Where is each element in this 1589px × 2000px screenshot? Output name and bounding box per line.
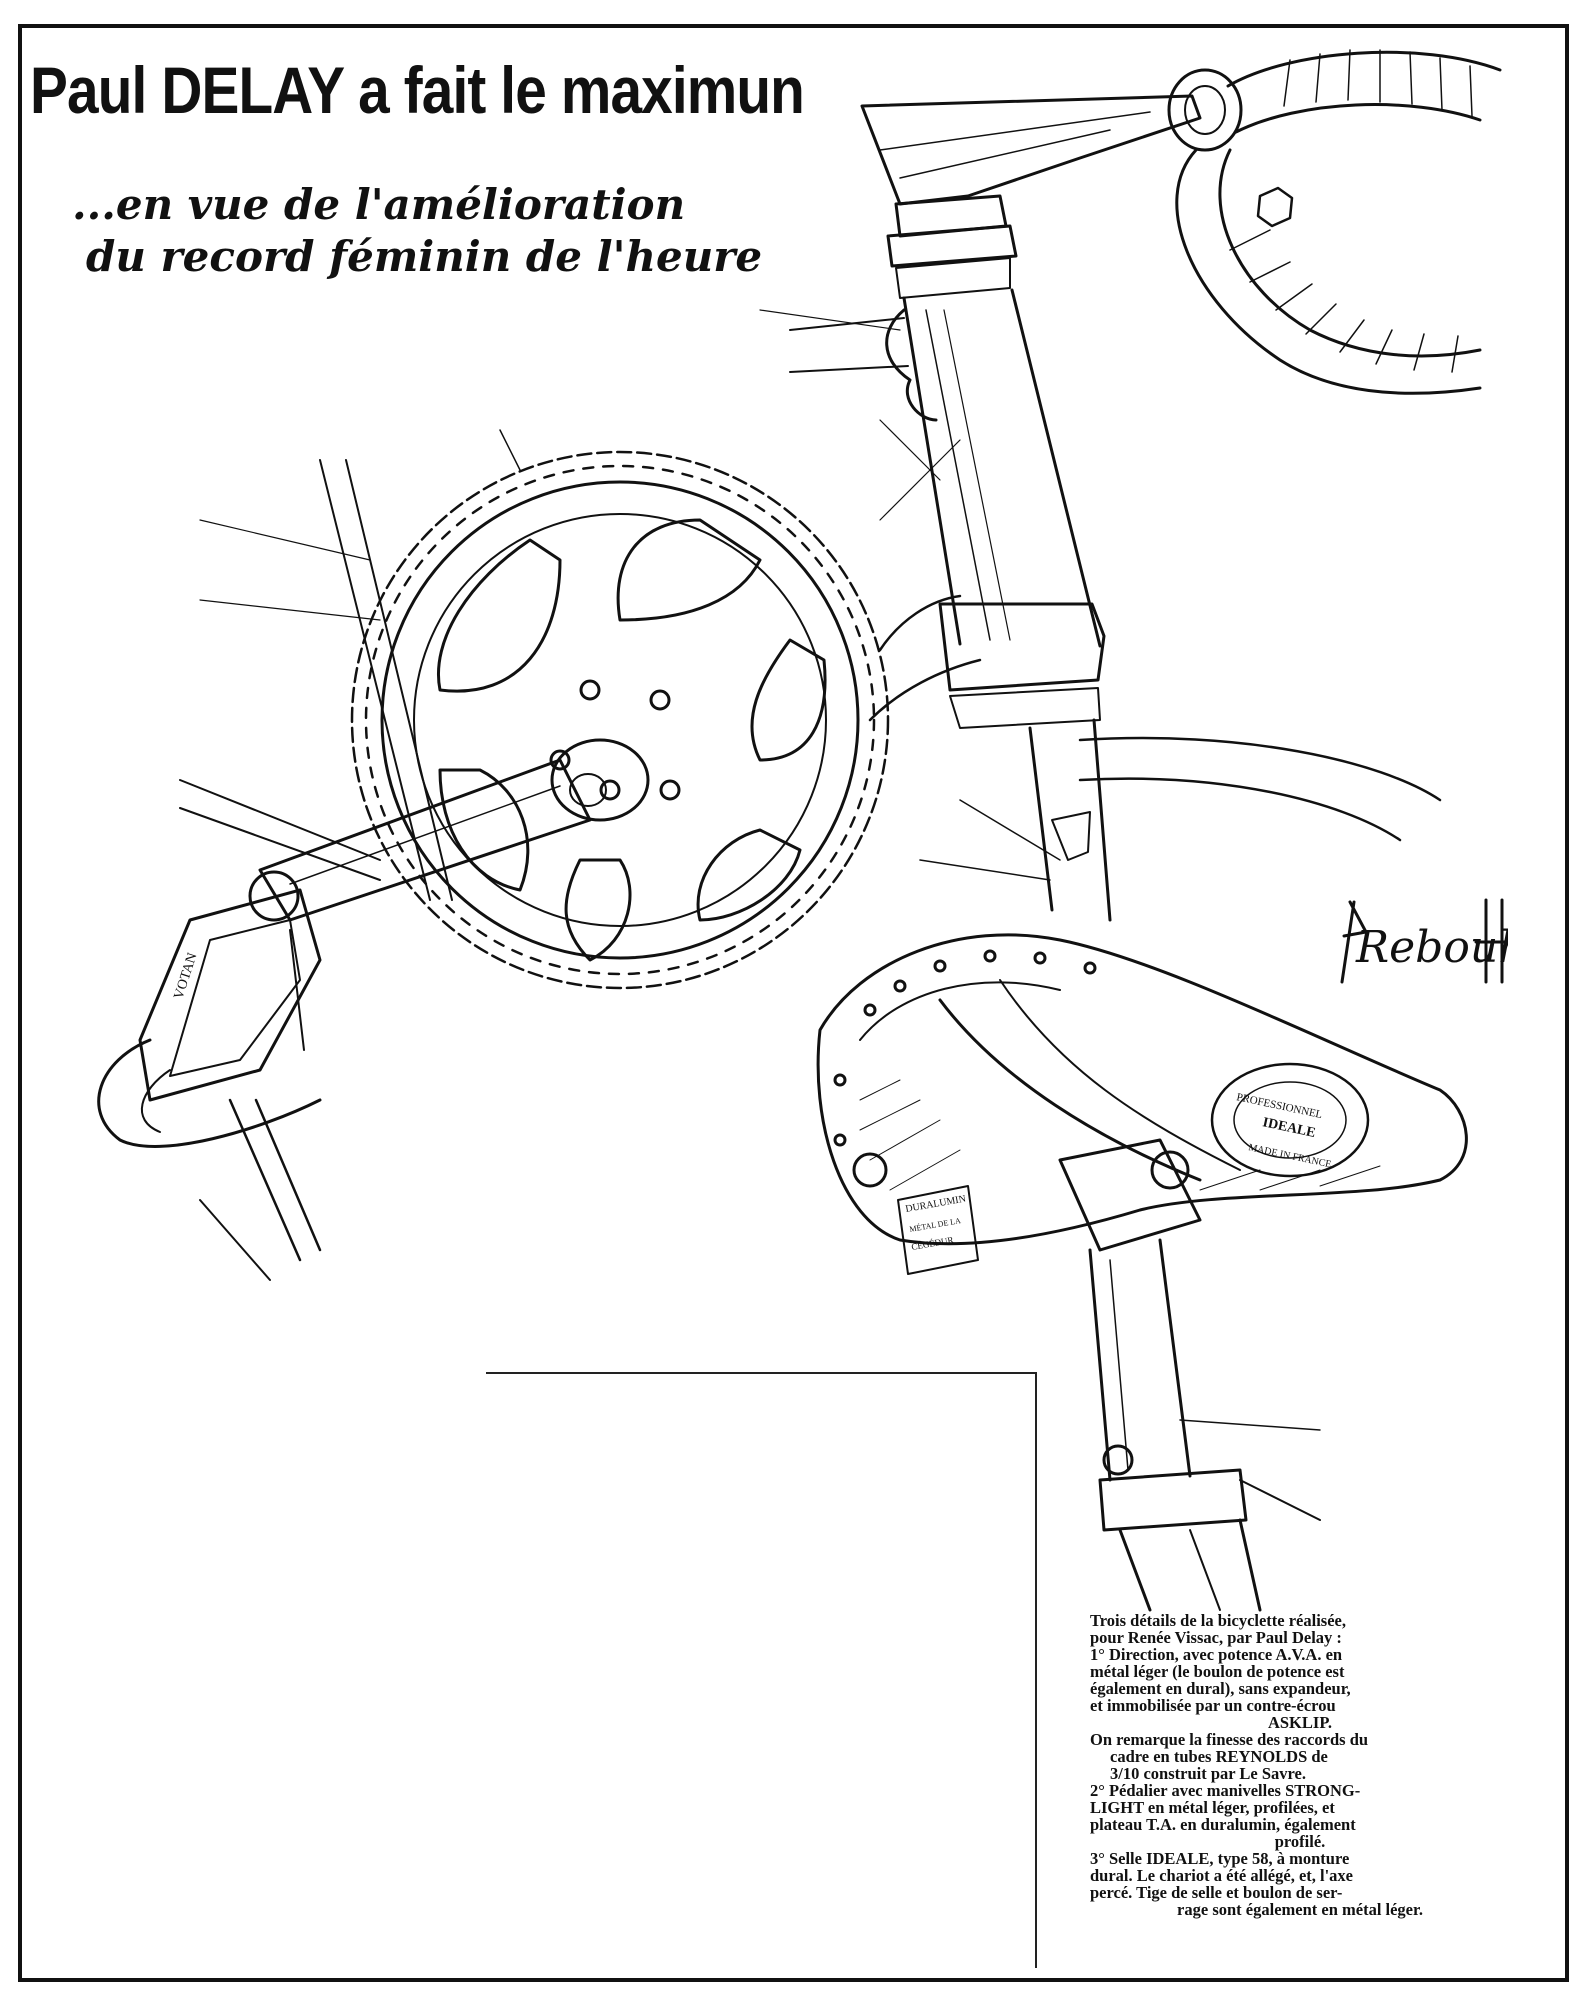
caption-line: profilé.	[1274, 1832, 1326, 1851]
caption-line: percé. Tige de selle et boulon de ser-	[1090, 1883, 1343, 1902]
caption-line: 1° Direction, avec potence A.V.A. en	[1090, 1645, 1343, 1664]
caption-line: métal léger (le boulon de potence est	[1090, 1662, 1345, 1681]
saddle-seatpost-drawing	[816, 933, 1468, 1612]
chainring-crank-drawing	[97, 429, 961, 1281]
caption-line: On remarque la finesse des raccords du	[1090, 1730, 1369, 1749]
saddle-engraving-brand: IDEALE	[1261, 1115, 1317, 1141]
caption-line: 2° Pédalier avec manivelles STRONG-	[1090, 1781, 1361, 1800]
caption-line: 3° Selle IDEALE, type 58, à monture	[1090, 1849, 1350, 1868]
caption-line: et immobilisée par un contre-écrou	[1090, 1696, 1336, 1715]
caption-line: cadre en tubes REYNOLDS de	[1110, 1747, 1328, 1766]
seatpost-engraving-2: MÉTAL DE LA	[909, 1215, 962, 1234]
subhead-line-2: du record féminin de l'heure	[86, 232, 763, 281]
caption-line: ASKLIP.	[1267, 1713, 1333, 1732]
caption-line: dural. Le chariot a été allégé, et, l'ax…	[1090, 1866, 1354, 1885]
headline: Paul DELAY a fait le maximun	[30, 53, 805, 127]
caption-line: LIGHT en métal léger, profilées, et	[1090, 1798, 1335, 1817]
crank-engraving: VOTAN	[172, 951, 201, 1001]
signature-text: Rebouh	[1355, 922, 1508, 973]
artist-signature: Rebouh	[1340, 898, 1508, 984]
saddle-engraving-bottom: MADE IN FRANCE	[1247, 1142, 1332, 1170]
caption-line: plateau T.A. en duralumin, également	[1090, 1815, 1356, 1834]
seatpost-engraving-3: CÉGÉDUR	[911, 1235, 955, 1252]
caption-line: rage sont également en métal léger.	[1177, 1900, 1423, 1919]
caption-line: Trois détails de la bicyclette réalisée,	[1090, 1611, 1346, 1630]
page-frame	[18, 24, 1569, 1982]
handlebar-stem-drawing	[759, 49, 1502, 922]
caption-rule-vertical	[1035, 1372, 1037, 1968]
caption-line: également en dural), sans expandeur,	[1090, 1679, 1351, 1698]
caption-line: 3/10 construit par Le Savre.	[1110, 1764, 1307, 1783]
saddle-engraving-top: PROFESSIONNEL	[1235, 1091, 1323, 1121]
caption: Trois détails de la bicyclette réalisée,…	[1090, 1612, 1510, 1918]
caption-rule-horizontal	[486, 1372, 1036, 1374]
caption-line: pour Renée Vissac, par Paul Delay :	[1090, 1628, 1342, 1647]
subhead-line-1: ...en vue de l'amélioration	[72, 180, 686, 229]
